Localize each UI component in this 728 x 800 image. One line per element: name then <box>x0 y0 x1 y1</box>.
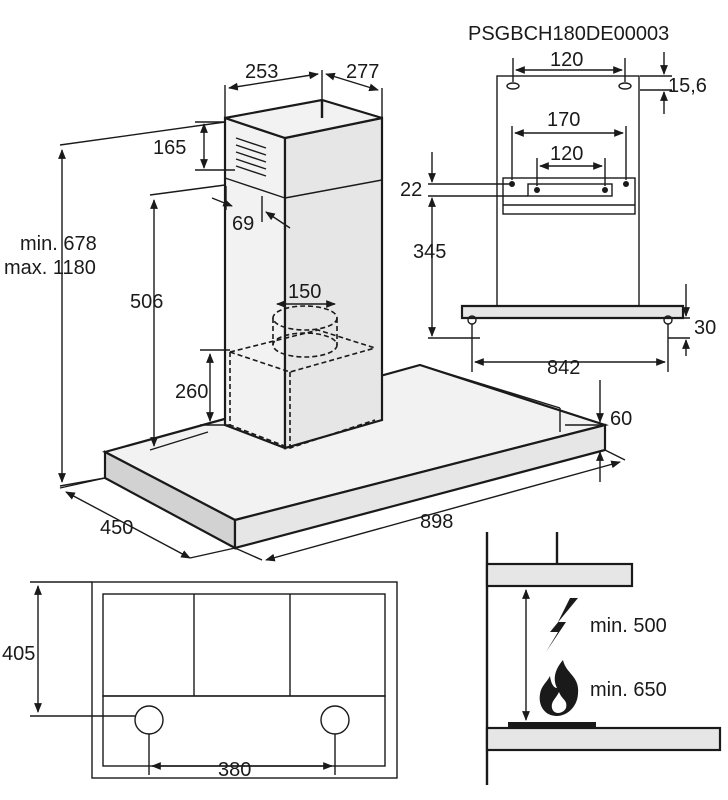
vent-height-label: 165 <box>153 137 186 159</box>
height-min-label: min. 678 <box>20 233 97 255</box>
hood-width-label: 898 <box>420 511 453 533</box>
flame-icon <box>539 660 579 716</box>
mid-bracket-inner-label: 120 <box>550 143 583 165</box>
mid-bracket-outer-label: 170 <box>547 109 580 131</box>
chimney-depth-label: 277 <box>346 61 379 83</box>
outlet-diameter-label: 150 <box>288 281 321 303</box>
hood-depth-label: 450 <box>100 517 133 539</box>
height-max-label: max. 1180 <box>4 257 96 279</box>
plan-depth-label: 405 <box>2 643 35 665</box>
plan-view: 405 380 <box>2 581 398 781</box>
light-right <box>320 705 350 735</box>
vent-grille <box>235 137 267 177</box>
filter-height-label: 260 <box>175 381 208 403</box>
isometric-view: 253 277 165 69 min. 678 max. 1180 506 15… <box>4 61 632 562</box>
mid-bracket-height-label: 22 <box>400 179 422 201</box>
light-left <box>134 705 164 735</box>
top-bracket-offset-label: 15,6 <box>668 75 707 97</box>
plan-light-spacing-label: 380 <box>218 759 251 781</box>
hood-side-profile <box>485 562 634 588</box>
mount-offset-label: 30 <box>694 317 716 339</box>
min-gas-label: min. 650 <box>590 679 667 701</box>
hood-thickness-label: 60 <box>610 408 632 430</box>
cooktop-profile <box>485 726 722 752</box>
top-bracket-spacing-label: 120 <box>550 49 583 71</box>
lightning-icon <box>546 598 578 652</box>
bracket-view: PSGBCH180DE00003 120 15,6 170 120 <box>400 23 716 379</box>
chimney-left-face <box>223 116 287 450</box>
min-electric-label: min. 500 <box>590 615 667 637</box>
vent-offset-label: 69 <box>232 213 254 235</box>
mount-spacing-label: 842 <box>547 357 580 379</box>
chimney-height-label: 506 <box>130 291 163 313</box>
mount-plate <box>460 304 685 320</box>
bracket-to-mount-label: 345 <box>413 241 446 263</box>
chimney-width-label: 253 <box>245 61 278 83</box>
model-code: PSGBCH180DE00003 <box>468 23 669 45</box>
clearance-view: min. 500 min. 650 <box>485 532 722 785</box>
filter-box-hidden <box>229 305 376 449</box>
